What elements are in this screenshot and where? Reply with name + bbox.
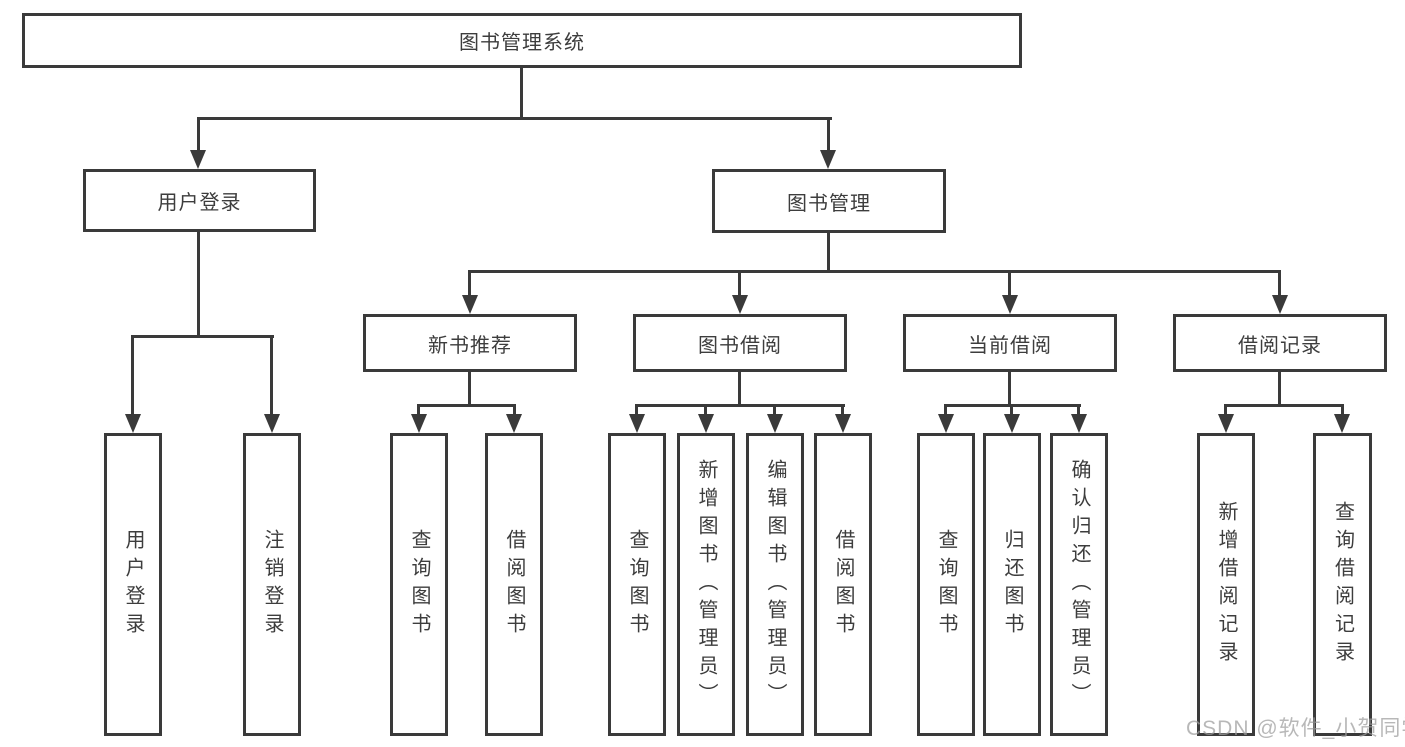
node-borrow-record-label: 借阅记录 [1238, 334, 1322, 357]
arrowhead-icon [938, 414, 954, 433]
arrowhead-icon [820, 150, 836, 169]
csdn-watermark: CSDN @软件_小贺同学 [1186, 717, 1405, 740]
arrowhead-icon [1334, 414, 1350, 433]
leaf-borrow-book-recommend: 借阅图书 [485, 433, 543, 736]
node-book-borrow-label: 图书借阅 [698, 334, 782, 357]
node-current-borrow-label: 当前借阅 [968, 334, 1052, 357]
connector-line [738, 372, 741, 406]
connector-line [1224, 404, 1344, 407]
leaf-borrow-book: 借阅图书 [814, 433, 872, 736]
arrowhead-icon [1272, 295, 1288, 314]
leaf-user-login-label: 用户登录 [122, 528, 144, 641]
leaf-borrow-book-recommend-label: 借阅图书 [503, 528, 525, 641]
connector-line [131, 335, 134, 416]
leaf-query-book-current: 查询图书 [917, 433, 975, 736]
connector-line [270, 335, 273, 416]
connector-line [468, 270, 1281, 273]
arrowhead-icon [698, 414, 714, 433]
arrowhead-icon [732, 295, 748, 314]
connector-line [773, 404, 776, 417]
leaf-return-book: 归还图书 [983, 433, 1041, 736]
connector-line [197, 232, 200, 338]
connector-line [197, 117, 832, 120]
leaf-add-borrow-record-label: 新增借阅记录 [1215, 500, 1237, 669]
arrowhead-icon [264, 414, 280, 433]
connector-line [131, 335, 274, 338]
leaf-user-login: 用户登录 [104, 433, 162, 736]
connector-line [841, 404, 844, 417]
arrowhead-icon [767, 414, 783, 433]
connector-line [1341, 404, 1344, 417]
leaf-add-book-admin-label: 新增图书（管理员） [695, 458, 717, 711]
node-current-borrow: 当前借阅 [903, 314, 1117, 372]
node-book-borrow: 图书借阅 [633, 314, 847, 372]
node-user-login: 用户登录 [83, 169, 316, 232]
connector-line [1278, 270, 1281, 298]
connector-line [417, 404, 420, 417]
arrowhead-icon [1002, 295, 1018, 314]
leaf-logout: 注销登录 [243, 433, 301, 736]
connector-line [468, 270, 471, 298]
leaf-return-book-label: 归还图书 [1001, 528, 1023, 641]
connector-line [197, 117, 200, 152]
connector-line [1224, 404, 1227, 417]
arrowhead-icon [125, 414, 141, 433]
node-borrow-record: 借阅记录 [1173, 314, 1387, 372]
leaf-query-borrow-record-label: 查询借阅记录 [1331, 500, 1354, 669]
leaf-logout-label: 注销登录 [261, 528, 283, 641]
node-new-book-recommend-label: 新书推荐 [428, 334, 512, 357]
leaf-confirm-return-admin-label: 确认归还（管理员） [1068, 458, 1090, 711]
connector-line [635, 404, 638, 417]
leaf-query-book-recommend: 查询图书 [390, 433, 448, 736]
arrowhead-icon [1218, 414, 1234, 433]
connector-line [738, 270, 741, 298]
leaf-query-book-borrow-label: 查询图书 [626, 528, 648, 641]
arrowhead-icon [629, 414, 645, 433]
connector-line [520, 68, 523, 119]
node-root: 图书管理系统 [22, 13, 1022, 68]
arrowhead-icon [1004, 414, 1020, 433]
connector-line [1278, 372, 1281, 406]
connector-line [827, 233, 830, 273]
arrowhead-icon [462, 295, 478, 314]
leaf-edit-book-admin-label: 编辑图书（管理员） [764, 458, 786, 711]
leaf-borrow-book-label: 借阅图书 [832, 528, 854, 641]
connector-line [1008, 372, 1011, 406]
leaf-query-book-borrow: 查询图书 [608, 433, 666, 736]
leaf-confirm-return-admin: 确认归还（管理员） [1050, 433, 1108, 736]
arrowhead-icon [835, 414, 851, 433]
connector-line [468, 372, 471, 406]
node-book-management: 图书管理 [712, 169, 946, 233]
node-user-login-label: 用户登录 [157, 192, 242, 214]
connector-line [513, 404, 516, 417]
leaf-edit-book-admin: 编辑图书（管理员） [746, 433, 804, 736]
leaf-query-book-recommend-label: 查询图书 [408, 528, 430, 641]
node-root-label: 图书管理系统 [459, 32, 585, 54]
node-book-management-label: 图书管理 [787, 192, 871, 215]
connector-line [1077, 404, 1080, 417]
leaf-query-borrow-record: 查询借阅记录 [1313, 433, 1372, 736]
connector-line [417, 404, 516, 407]
node-new-book-recommend: 新书推荐 [363, 314, 577, 372]
leaf-add-book-admin: 新增图书（管理员） [677, 433, 735, 736]
arrowhead-icon [190, 150, 206, 169]
arrowhead-icon [411, 414, 427, 433]
leaf-query-book-current-label: 查询图书 [935, 528, 957, 641]
connector-line [827, 117, 830, 152]
connector-line [944, 404, 947, 417]
connector-line [704, 404, 707, 417]
connector-line [1008, 270, 1011, 298]
connector-line [1010, 404, 1013, 417]
leaf-add-borrow-record: 新增借阅记录 [1197, 433, 1255, 736]
arrowhead-icon [1071, 414, 1087, 433]
arrowhead-icon [506, 414, 522, 433]
connector-line [635, 404, 845, 407]
